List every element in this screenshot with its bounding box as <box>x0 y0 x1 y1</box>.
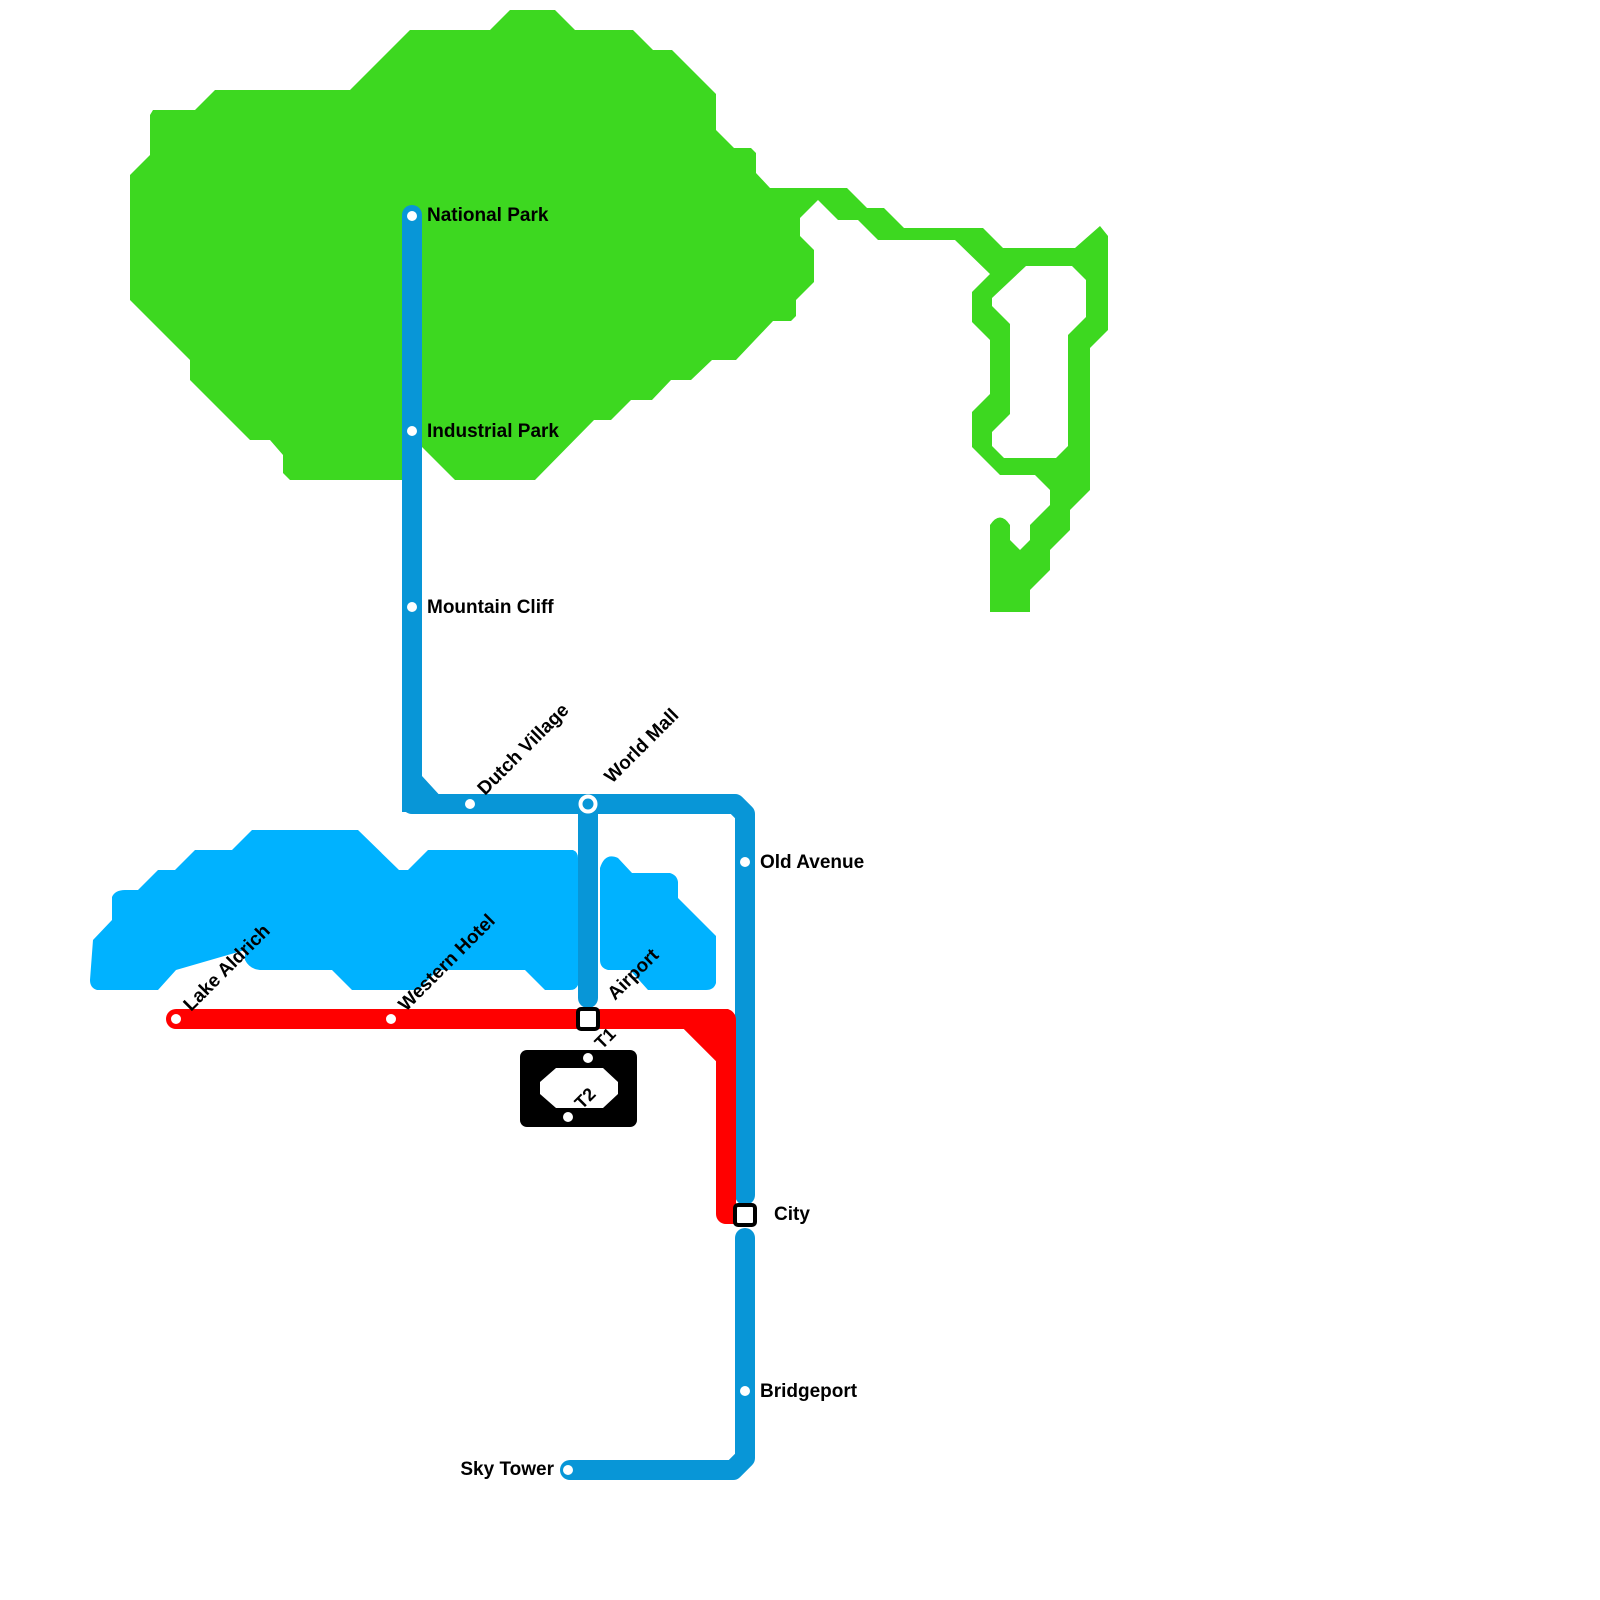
label-sky-tower: Sky Tower <box>460 1459 554 1480</box>
label-world-mall: World Mall <box>601 705 684 788</box>
label-mountain-cliff: Mountain Cliff <box>427 597 554 618</box>
label-dutch-village: Dutch Village <box>474 700 574 800</box>
park-area <box>130 10 1108 612</box>
airport-terminal <box>520 1050 637 1127</box>
lake-area <box>90 830 716 990</box>
red-line-corner-fill <box>688 1009 736 1060</box>
blue-line-south-track <box>560 1228 755 1480</box>
blue-line-corner-fill <box>402 760 455 812</box>
station-world-mall[interactable] <box>578 794 598 814</box>
red-line <box>166 1009 750 1224</box>
red-line-track <box>166 1009 750 1224</box>
label-industrial-park: Industrial Park <box>427 421 559 442</box>
park-main <box>130 10 1108 612</box>
terminal-courtyard <box>540 1068 618 1108</box>
lake-west <box>90 830 578 990</box>
label-national-park: National Park <box>427 205 549 226</box>
station-t2[interactable] <box>563 1112 573 1122</box>
station-mountain-cliff[interactable] <box>407 602 417 612</box>
station-bridgeport[interactable] <box>740 1386 750 1396</box>
station-industrial-park[interactable] <box>407 426 417 436</box>
station-national-park[interactable] <box>407 211 417 221</box>
lake-east <box>600 856 716 990</box>
station-dutch-village[interactable] <box>465 799 475 809</box>
station-t1[interactable] <box>583 1053 593 1063</box>
label-city: City <box>774 1204 810 1225</box>
interchange-city[interactable] <box>733 1203 757 1227</box>
station-western-hotel[interactable] <box>386 1014 396 1024</box>
interchange-airport[interactable] <box>576 1007 600 1031</box>
station-lake-aldrich[interactable] <box>171 1014 181 1024</box>
label-bridgeport: Bridgeport <box>760 1381 858 1402</box>
stations <box>171 211 757 1475</box>
station-sky-tower[interactable] <box>563 1465 573 1475</box>
station-old-avenue[interactable] <box>740 857 750 867</box>
label-old-avenue: Old Avenue <box>760 852 864 873</box>
